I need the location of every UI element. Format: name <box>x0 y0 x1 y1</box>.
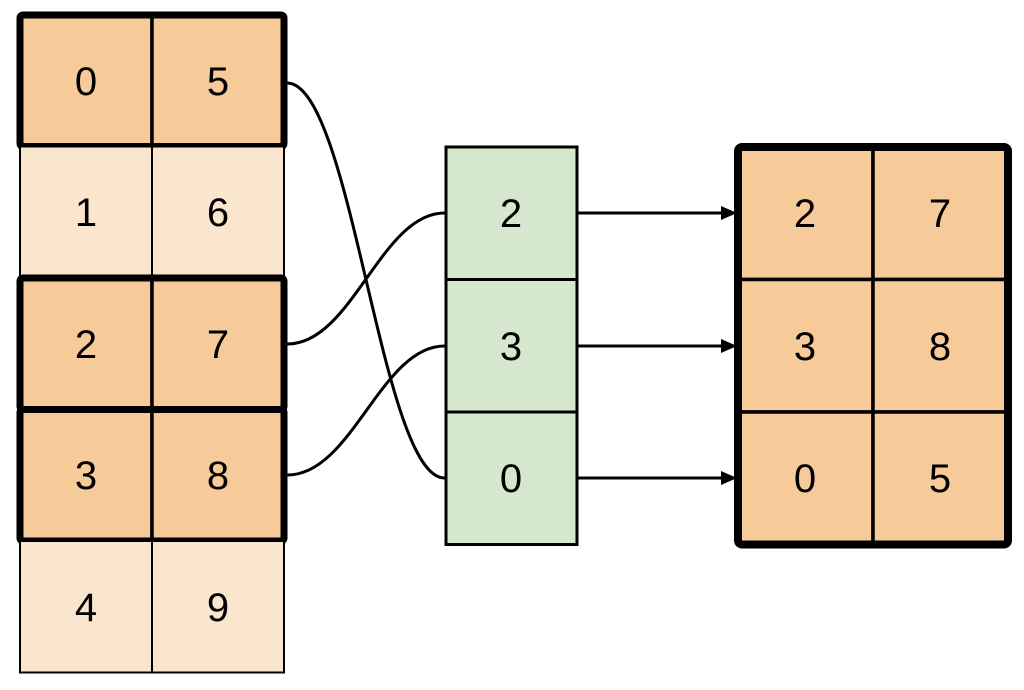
source-cell <box>151 145 285 279</box>
source-cell-value: 3 <box>75 454 97 498</box>
source-cell-value: 6 <box>207 191 229 235</box>
source-cell <box>18 407 154 543</box>
selection-curve <box>286 81 446 480</box>
source-cell-value: 0 <box>75 60 97 104</box>
source-cell <box>151 540 285 674</box>
result-cell <box>871 145 1010 282</box>
source-row: 0 5 <box>16 11 288 150</box>
source-cell-value: 4 <box>75 586 97 630</box>
result-cell-value: 5 <box>929 457 951 501</box>
source-row: 2 7 <box>16 274 288 413</box>
source-cell-value: 1 <box>75 191 97 235</box>
arrow-right <box>577 206 737 220</box>
result-cell-value: 7 <box>929 192 951 236</box>
source-cell-value: 8 <box>207 454 229 498</box>
result-cell <box>736 277 875 414</box>
index-cell <box>444 410 579 546</box>
arrow-head-icon <box>721 339 737 353</box>
selection-curve <box>286 344 446 477</box>
source-row: 1 6 <box>19 145 285 279</box>
index-value: 3 <box>500 325 522 369</box>
source-cell <box>150 13 286 149</box>
result-cell-value: 0 <box>794 457 816 501</box>
arrow-head-icon <box>721 471 737 485</box>
result-cell <box>871 277 1010 414</box>
index-arrows <box>577 206 737 485</box>
source-cell <box>150 276 286 412</box>
result-table: 2 7 3 8 0 5 <box>734 143 1012 549</box>
source-cell-value: 7 <box>207 323 229 367</box>
result-cell <box>871 410 1010 547</box>
result-cell-value: 8 <box>929 325 951 369</box>
source-row: 3 8 <box>16 406 288 545</box>
index-value: 0 <box>500 457 522 501</box>
source-table: 0 5 1 6 2 7 3 8 4 <box>16 11 288 674</box>
result-table-outline <box>734 143 1012 549</box>
source-row: 4 9 <box>19 540 285 674</box>
index-cell <box>444 278 579 414</box>
index-cell <box>444 145 579 281</box>
index-column: 2 3 0 <box>444 145 579 546</box>
arrow-right <box>577 339 737 353</box>
arrow-right <box>577 471 737 485</box>
source-cell-value: 5 <box>207 60 229 104</box>
source-cell <box>19 540 153 674</box>
index-value: 2 <box>500 192 522 236</box>
selection-curve <box>286 211 446 346</box>
result-cell-value: 2 <box>794 192 816 236</box>
selection-curves <box>286 81 446 480</box>
source-cell-value: 9 <box>207 586 229 630</box>
result-cell-value: 3 <box>794 325 816 369</box>
source-cell-value: 2 <box>75 323 97 367</box>
arrow-head-icon <box>721 206 737 220</box>
